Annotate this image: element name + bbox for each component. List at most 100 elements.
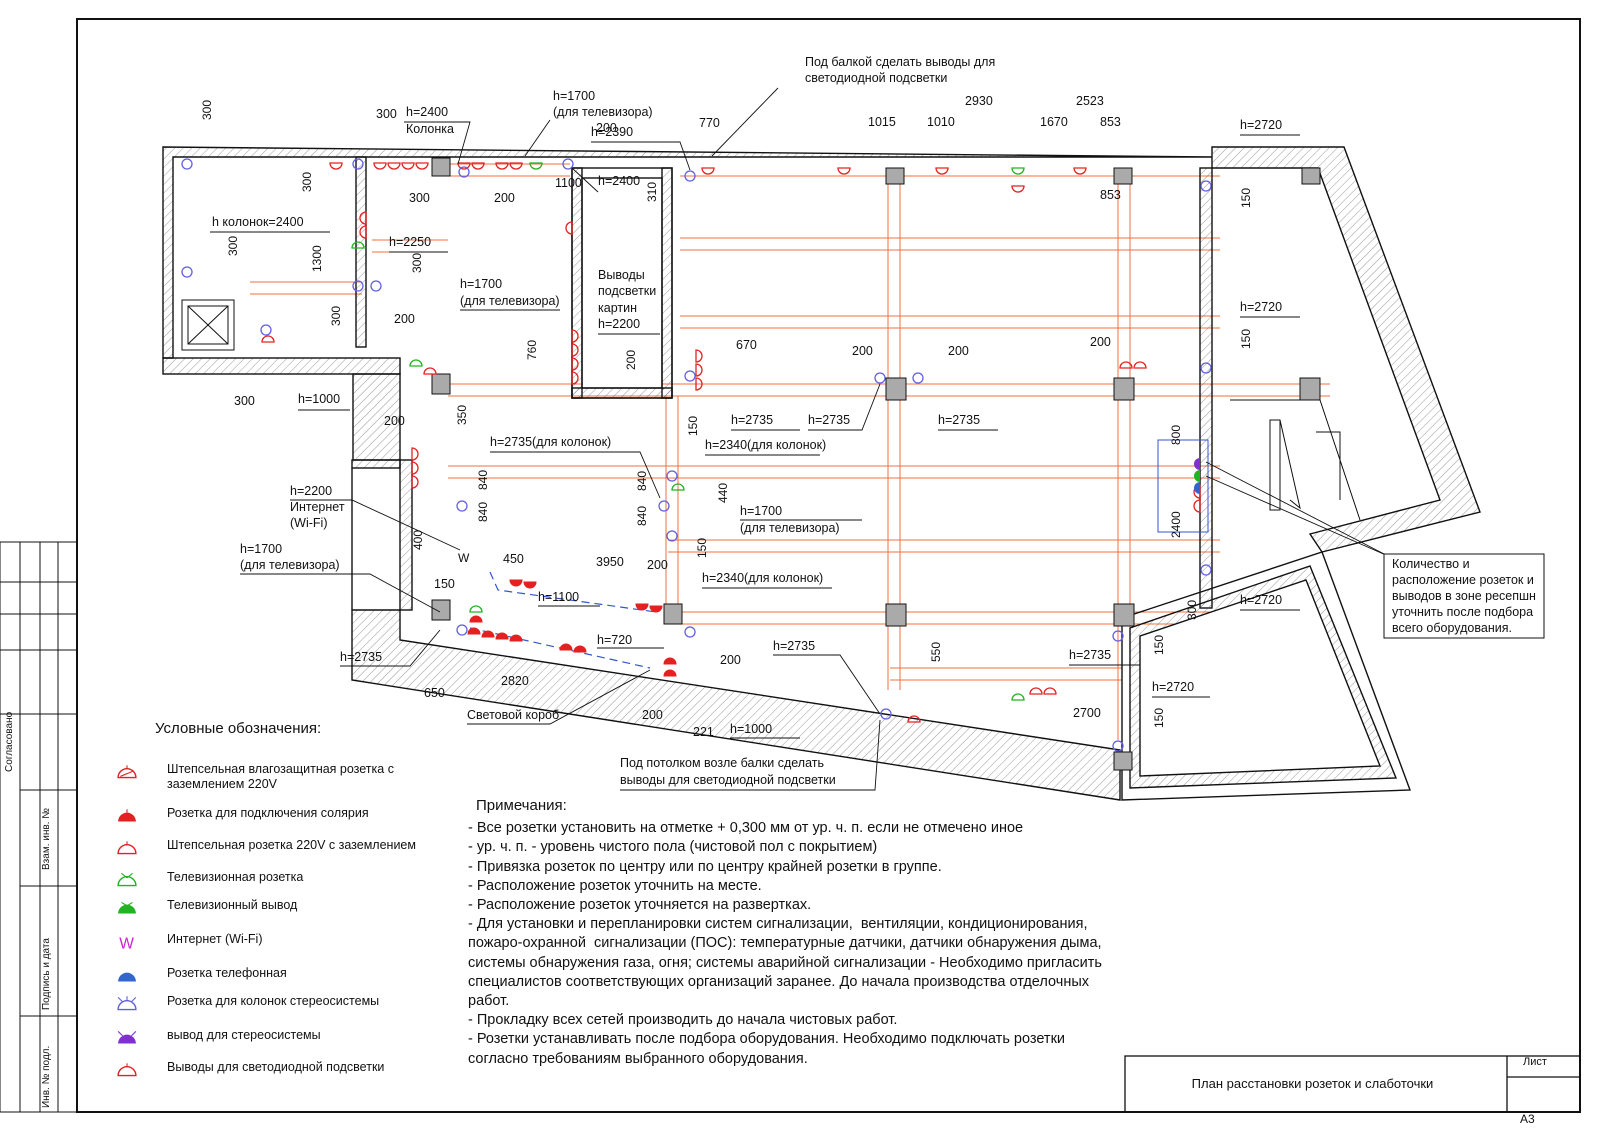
dimension-h-27: 221 [693, 725, 714, 739]
internet-wifi-icon: W [119, 936, 134, 952]
format-label: A3 [1520, 1112, 1535, 1126]
plan-label-33: Световой короб [467, 708, 559, 722]
legend-label: вывод для стереосистемы [167, 1028, 321, 1042]
plan-label-20: h=2735 [808, 413, 850, 427]
side-stamp-inv-orig: Инв. № подл. [41, 1045, 52, 1108]
dimension-h-12: 1100 [555, 176, 582, 190]
phone-socket-icon [118, 972, 136, 982]
dimension-h-14: 670 [736, 338, 757, 352]
title-block [1124, 1055, 1581, 1113]
dimension-h-22: 200 [647, 558, 668, 572]
dimension-h-1: 770 [699, 116, 720, 130]
plan-label-38: h=2720 [1240, 300, 1282, 314]
waterproof-socket-icon [117, 765, 137, 779]
dimension-v-15: 440 [716, 483, 730, 503]
legend-label: Интернет (Wi-Fi) [167, 932, 263, 946]
legend-item: Штепсельная розетка 220V с заземлением [112, 838, 432, 862]
plan-label-34: h=1000 [730, 722, 772, 736]
legend-item: Розетка телефонная [112, 966, 432, 990]
legend-label: Телевизионный вывод [167, 898, 298, 912]
dimension-h-19: 200 [384, 414, 405, 428]
plan-label-25: h=2200 [290, 484, 332, 498]
tv-socket-icon [117, 872, 137, 887]
plan-label-24: h=2340(для колонок) [702, 571, 823, 585]
plan-label-4: h=1700 [553, 89, 595, 103]
dimension-h-11: 200 [494, 191, 515, 205]
dimension-h-16: 200 [948, 344, 969, 358]
plan-label-35: h=2735 [773, 639, 815, 653]
dimension-v-2: 300 [226, 236, 240, 256]
dimension-h-6: 1010 [927, 115, 955, 129]
dimension-v-10: 840 [476, 470, 490, 490]
dimension-v-11: 840 [476, 502, 490, 522]
note-line: - Для установки и перепланировки систем … [468, 916, 1107, 1010]
plan-label-17: h=2735(для колонок) [490, 435, 611, 449]
solarium-sockets [467, 579, 677, 677]
reception-zone [1157, 439, 1209, 533]
svg-text:W: W [119, 936, 134, 952]
drawing-title: План расстановки розеток и слаботочки [1191, 1076, 1434, 1091]
plan-label-2: h=2400 [406, 105, 448, 119]
legend-title: Условные обозначения: [155, 720, 322, 737]
solarium-socket-icon [118, 809, 136, 822]
plan-label-27: (Wi-Fi) [290, 516, 327, 530]
plan-label-5: (для телевизора) [553, 105, 653, 119]
dimension-v-19: 150 [1239, 188, 1253, 208]
dimension-h-17: 200 [1090, 335, 1111, 349]
plan-label-45: выводов в зоне ресепшн [1392, 589, 1536, 603]
plan-label-8: h колонок=2400 [212, 215, 304, 229]
sheet-label: Лист [1523, 1056, 1547, 1068]
legend-item: Телевизионная розетка [112, 870, 432, 894]
plan-label-36: h=2735 [1069, 648, 1111, 662]
plan-annotations: Под балкой сделать выводы длясветодиодно… [212, 55, 1536, 787]
socket-symbols [261, 162, 1201, 723]
dimension-v-21: 800 [1169, 425, 1183, 445]
plan-label-9: h=2250 [389, 235, 431, 249]
note-line: - Прокладку всех сетей производить до на… [468, 1012, 898, 1029]
dimension-h-20: 450 [503, 552, 524, 566]
plan-label-12: Выводы [598, 268, 645, 282]
plan-label-26: Интернет [290, 500, 345, 514]
plan-label-3: Колонка [406, 122, 454, 136]
plan-label-22: h=1700 [740, 504, 782, 518]
plan-label-0: Под балкой сделать выводы для [805, 55, 995, 69]
note-line: - Расположение розеток уточняется на раз… [468, 897, 812, 914]
dimension-v-25: 150 [1152, 708, 1166, 728]
side-stamp-sign-date: Подпись и дата [41, 938, 52, 1010]
dimension-v-22: 2400 [1169, 511, 1183, 538]
plan-label-29: (для телевизора) [240, 558, 340, 572]
reception-furniture [1230, 399, 1361, 521]
light-box [469, 571, 657, 669]
dimension-v-14: 150 [686, 416, 700, 436]
dimension-v-5: 300 [329, 306, 343, 326]
plan-label-19: h=2735 [731, 413, 773, 427]
plan-label-6: h=2390 [591, 125, 633, 139]
legend-label: Розетка для колонок стереосистемы [167, 994, 380, 1008]
dimension-h-21: 3950 [596, 555, 624, 569]
dimension-v-18: 550 [929, 642, 943, 662]
plan-label-14: картин [598, 301, 637, 315]
dimension-h-0: 300 [376, 107, 397, 121]
plan-label-44: расположение розеток и [1392, 573, 1534, 587]
side-stamp-agreed: Согласовано [4, 711, 15, 772]
dimension-h-9: 853 [1100, 188, 1121, 202]
dimension-v-17: 400 [411, 530, 425, 550]
reception-note-box [1383, 553, 1545, 639]
dimension-h-8: 853 [1100, 115, 1121, 129]
dimension-h-10: 300 [409, 191, 430, 205]
plan-label-28: h=1700 [240, 542, 282, 556]
plan-label-47: всего оборудования. [1392, 621, 1512, 635]
dimension-h-29: 2700 [1073, 706, 1101, 720]
dimension-v-9: 350 [455, 405, 469, 425]
dimension-h-3: 2930 [965, 94, 993, 108]
legend-item: W Интернет (Wi-Fi) [112, 932, 432, 956]
plan-label-40: h=2720 [1152, 680, 1194, 694]
plan-label-21: h=2735 [938, 413, 980, 427]
plan-label-18: h=2340(для колонок) [705, 438, 826, 452]
dimension-v-13: 840 [635, 506, 649, 526]
dimension-v-3: 1300 [310, 245, 324, 272]
wifi-icon: W [458, 551, 470, 565]
